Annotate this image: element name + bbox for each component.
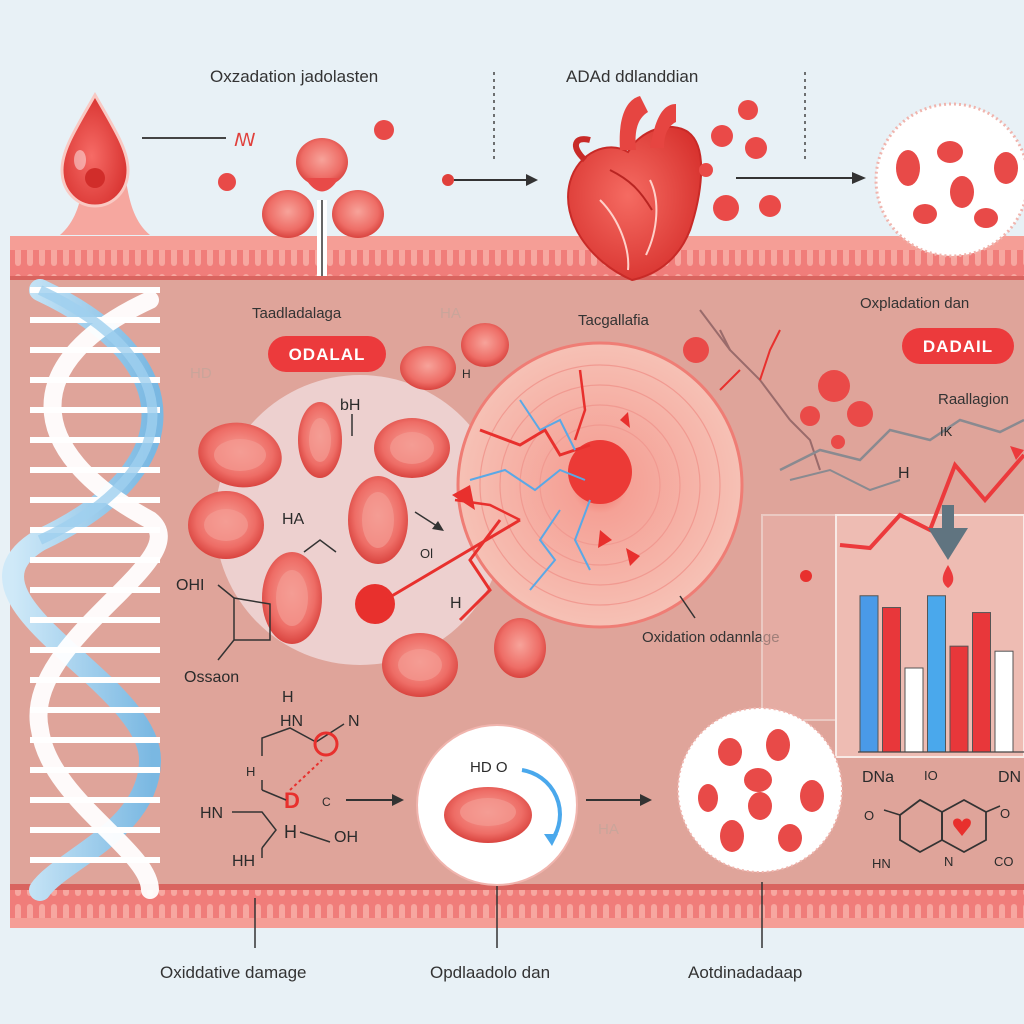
bar-5 — [949, 645, 969, 753]
arrow-to-circle — [736, 172, 866, 184]
bottom-left-molecule: H HN N H D C HN H OH HH — [200, 689, 360, 870]
damaged-cell — [456, 341, 744, 629]
chem-n-top: N — [348, 713, 360, 730]
oxygen-dots — [699, 100, 781, 221]
chem-hh: HH — [232, 853, 255, 870]
magnified-cells-bottom-right — [677, 707, 843, 873]
arrow-to-heart — [442, 174, 538, 186]
badge-right-text: DADAIL — [923, 337, 993, 356]
chem-o-mark: Ol — [420, 546, 433, 561]
chem-o-ring-right: O — [1000, 806, 1010, 821]
chem-h-mid: H — [450, 595, 462, 612]
trend-arrowhead — [1010, 446, 1024, 460]
label-top-left: Oxzadation jadolasten — [210, 67, 378, 86]
chem-bh: bH — [340, 397, 360, 414]
chem-ha-top: HA — [440, 305, 461, 322]
bar-group — [859, 595, 1014, 753]
bottom-right-molecule: DNa IO DN O O HN N CO — [862, 768, 1021, 871]
chem-h-left: H — [246, 764, 255, 779]
heart-icon — [567, 96, 703, 282]
chem-h-small: H — [462, 367, 471, 381]
label-right-upper: Raallagion — [938, 391, 1009, 408]
chart-panel — [761, 446, 1024, 758]
arrow-to-bottom-circle — [346, 794, 404, 806]
badge-right: DADAIL — [902, 328, 1014, 364]
bar-7 — [994, 650, 1014, 753]
magnified-cell-bottom: HD O — [416, 724, 578, 886]
chem-c-mark: C — [322, 795, 331, 809]
chem-d-red: D — [284, 788, 300, 813]
chem-io: IO — [924, 768, 938, 783]
bottom-membrane — [10, 884, 1024, 928]
red-blood-cells — [188, 323, 546, 697]
chem-ha-bottom: HA — [598, 821, 619, 838]
label-left-upper: Taadladalaga — [252, 305, 342, 322]
label-top-right-caption: Oxpladation dan — [860, 295, 969, 312]
badge-left-text: ODALAL — [289, 345, 366, 364]
bar-4 — [927, 595, 946, 753]
veins-cluster — [683, 309, 1024, 492]
arrow-to-bottom-right — [586, 794, 652, 806]
badge-left: ODALAL — [268, 336, 386, 372]
blood-cell-cluster — [218, 120, 394, 276]
label-center-right-1: Oxidation odannlage — [642, 629, 780, 646]
oxidative-cracks — [384, 369, 640, 622]
label-dna-right: DN — [998, 769, 1021, 786]
label-bottom-left: Oxiddative damage — [160, 963, 306, 982]
bar-2 — [882, 607, 901, 753]
down-arrow-stem — [942, 505, 954, 530]
drop-icon — [942, 565, 954, 588]
arrow-head — [432, 521, 444, 531]
left-molecule: OHI Ossaon — [176, 577, 271, 686]
bar-3 — [904, 667, 924, 753]
chem-hn-top: HN — [280, 713, 303, 730]
pointer-line — [679, 595, 696, 619]
chem-h-top: H — [282, 689, 294, 706]
chem-n-ring: N — [944, 854, 953, 869]
label-bottom-center: Opdlaadolo dan — [430, 963, 550, 982]
magnified-cells-top — [874, 102, 1024, 258]
bond-line — [303, 539, 337, 553]
chem-co-ring: CO — [994, 854, 1014, 869]
chem-h-right: H — [898, 465, 910, 482]
label-center-upper: Tacgallafia — [578, 312, 650, 329]
bar-1 — [859, 595, 879, 753]
chem-ha-cell: HA — [282, 511, 305, 528]
label-bottom-right: Aotdinadadaap — [688, 963, 802, 982]
chem-ohi: OHI — [176, 577, 204, 594]
label-dna-left: DNa — [862, 769, 894, 786]
chem-hd-left: HD — [190, 365, 212, 382]
bar-6 — [972, 612, 991, 753]
label-top-center: ADAd ddlanddian — [566, 67, 698, 86]
chem-h-struct: H — [284, 822, 297, 842]
chem-mark-x: ꟿ — [234, 130, 256, 150]
top-membrane — [10, 236, 1024, 280]
blood-drop-icon — [60, 91, 150, 235]
chem-o-ring: O — [864, 808, 874, 823]
chem-hn-left: HN — [200, 805, 223, 822]
chem-ik: IK — [940, 424, 953, 439]
down-arrow-icon — [928, 528, 968, 560]
chem-hn-ring: HN — [872, 856, 891, 871]
label-left-chem: Ossaon — [184, 669, 239, 686]
dna-helix — [2, 279, 168, 901]
chem-oh: OH — [334, 829, 358, 846]
chem-hdo: HD O — [470, 759, 508, 776]
